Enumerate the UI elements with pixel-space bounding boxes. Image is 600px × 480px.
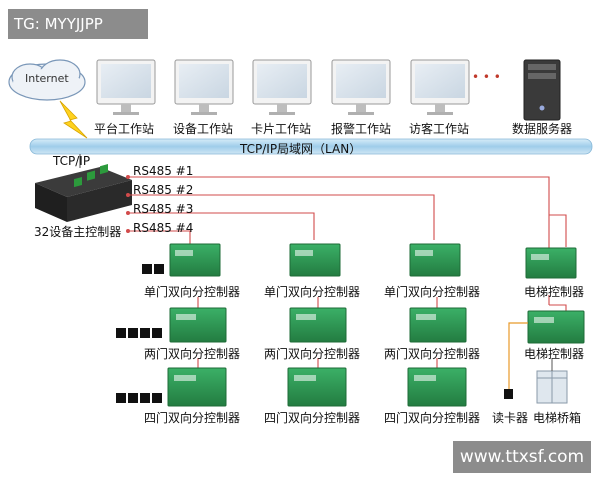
single-door-label-2: 单门双向分控制器 [264,285,361,299]
workstation-label-platform: 平台工作站 [94,122,155,136]
card-reader-icons [116,264,513,403]
double-door-label-1: 两门双向分控制器 [144,347,241,361]
double-door-label-2: 两门双向分控制器 [264,347,361,361]
four-door-label-1: 四门双向分控制器 [144,411,241,425]
four-door-label-2: 四门双向分控制器 [264,411,361,425]
lightning-icon [59,100,88,139]
rs485-label-4: RS485 #4 [133,221,194,235]
workstation-label-visitor: 访客工作站 [409,122,470,136]
controller-boards [167,243,585,407]
internet-cloud-icon [8,59,86,101]
four-door-label-3: 四门双向分控制器 [384,411,481,425]
single-door-label-3: 单门双向分控制器 [384,285,481,299]
double-door-label-3: 两门双向分控制器 [384,347,481,361]
reader-wire [508,322,528,389]
rs485-label-2: RS485 #2 [133,183,194,197]
lan-label: TCP/IP局域网（LAN） [240,142,362,156]
workstation-label-device: 设备工作站 [173,122,234,136]
watermark-bottom: www.ttxsf.com [453,441,591,473]
elevator-car-label: 电梯桥箱 [533,411,582,425]
single-door-label-1: 单门双向分控制器 [144,285,241,299]
card-reader-label: 读卡器 [492,411,529,425]
lan-bus [29,138,593,155]
server-label: 数据服务器 [512,122,573,136]
rs485-label-1: RS485 #1 [133,164,194,178]
workstation-label-card: 卡片工作站 [251,122,312,136]
server-icon [523,59,561,121]
workstation-label-alarm: 报警工作站 [331,122,392,136]
workstation-monitors [96,59,470,115]
rs485-label-3: RS485 #3 [133,202,194,216]
tcpip-label: TCP/IP [53,154,91,168]
elevator-controller-label-2: 电梯控制器 [524,347,585,361]
ellipsis: • • • [472,70,501,84]
watermark-top: TG: MYYJJPP [8,9,148,39]
rs485-wires [128,176,567,370]
elevator-car-icon [536,358,568,404]
main-controller-label: 32设备主控制器 [34,225,122,239]
internet-label: Internet [25,72,69,85]
main-controller-icon [35,164,132,222]
elevator-controller-label-1: 电梯控制器 [524,285,585,299]
